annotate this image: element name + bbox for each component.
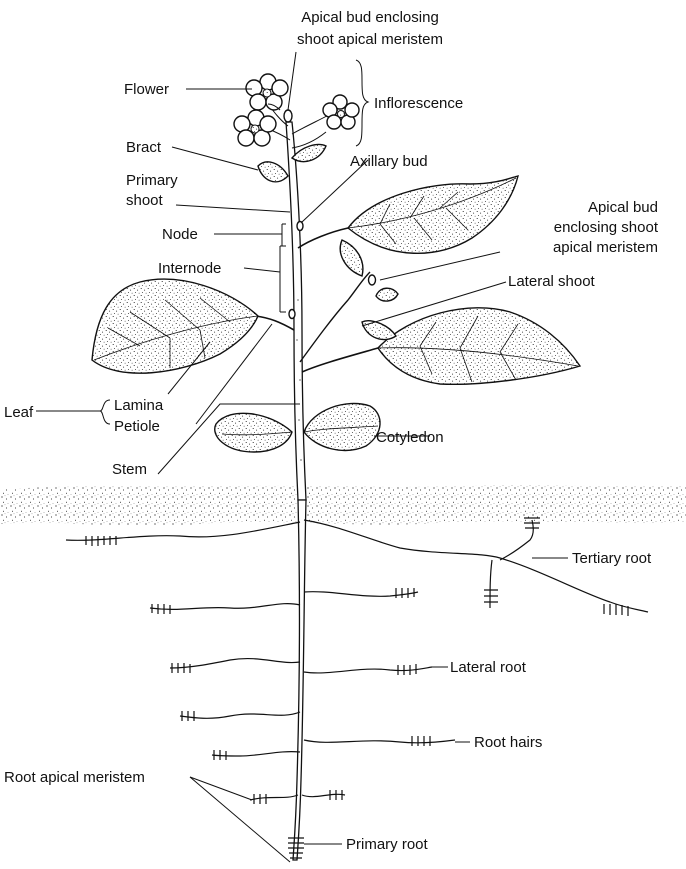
label-stem: Stem (112, 461, 147, 478)
label-root-hairs: Root hairs (474, 734, 542, 751)
label-primary-shoot-2: shoot (126, 192, 164, 209)
label-apical-bud-top-2: shoot apical meristem (297, 31, 443, 48)
label-apical-bud-side-2: enclosing shoot (554, 219, 659, 236)
label-petiole: Petiole (114, 418, 160, 435)
soil-surface (0, 485, 686, 526)
label-leaf: Leaf (4, 404, 34, 421)
label-root-apical-meristem: Root apical meristem (4, 769, 145, 786)
label-tertiary-root: Tertiary root (572, 550, 652, 567)
label-internode: Internode (158, 260, 221, 277)
label-inflorescence: Inflorescence (374, 95, 463, 112)
label-node: Node (162, 226, 198, 243)
label-cotyledon: Cotyledon (376, 429, 444, 446)
label-apical-bud-side-3: apical meristem (553, 239, 658, 256)
label-primary-root: Primary root (346, 836, 429, 853)
lower-right-leaf (302, 308, 580, 385)
primary-root (288, 500, 306, 860)
left-leaf (92, 279, 294, 373)
label-bract: Bract (126, 139, 162, 156)
lateral-roots (66, 518, 648, 804)
label-lateral-root: Lateral root (450, 659, 527, 676)
label-primary-shoot-1: Primary (126, 172, 178, 189)
label-axillary-bud: Axillary bud (350, 153, 428, 170)
upper-right-leaf (298, 176, 518, 253)
label-flower: Flower (124, 81, 169, 98)
label-lamina: Lamina (114, 397, 164, 414)
label-apical-bud-top-1: Apical bud enclosing (301, 9, 439, 26)
label-apical-bud-side-1: Apical bud (588, 199, 658, 216)
label-lateral-shoot: Lateral shoot (508, 273, 596, 290)
